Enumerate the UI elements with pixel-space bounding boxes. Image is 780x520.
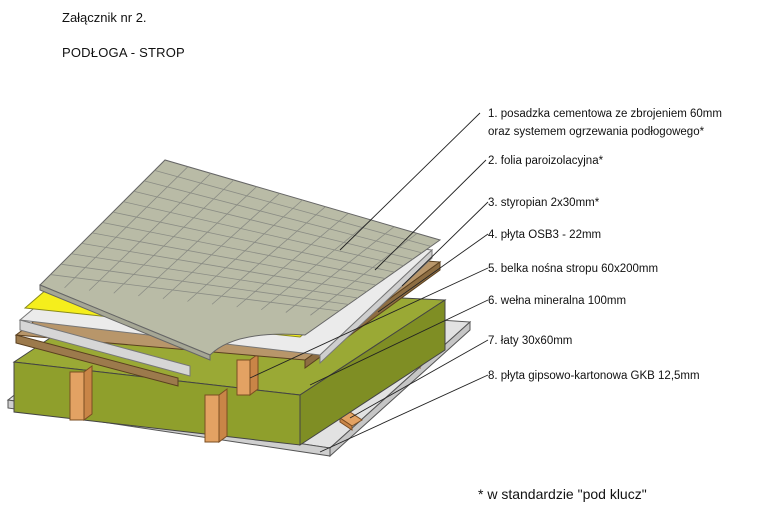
layer-label-7: 7. łaty 30x60mm bbox=[488, 335, 572, 347]
layer-label-4: 4. płyta OSB3 - 22mm bbox=[488, 229, 601, 241]
beam-left bbox=[69, 365, 93, 421]
layer-label-8-line-1: 8. płyta gipsowo-kartonowa GKB 12,5mm bbox=[488, 370, 700, 382]
layer-label-1: 1. posadzka cementowa ze zbrojeniem 60mm… bbox=[488, 108, 725, 138]
leader-line-2 bbox=[374, 159, 487, 271]
grid-line bbox=[285, 226, 395, 313]
leader-line-7 bbox=[349, 339, 489, 419]
layer-label-5-line-1: 5. belka nośna stropu 60x200mm bbox=[488, 263, 658, 275]
layer-label-4-line-1: 4. płyta OSB3 - 22mm bbox=[488, 229, 601, 241]
leader-line-6 bbox=[309, 299, 489, 386]
load-bearing-beams bbox=[69, 353, 259, 443]
layer-label-3-line-1: 3. styropian 2x30mm* bbox=[488, 197, 600, 209]
layer-label-1-line-1: 1. posadzka cementowa ze zbrojeniem 60mm bbox=[488, 108, 722, 120]
reinforcement-grid bbox=[50, 166, 432, 316]
grid-line bbox=[310, 233, 418, 316]
leader-line-3 bbox=[401, 201, 489, 287]
layer-labels: 1. posadzka cementowa ze zbrojeniem 60mm… bbox=[488, 108, 725, 382]
leader-lines bbox=[249, 112, 489, 453]
layer-label-5: 5. belka nośna stropu 60x200mm bbox=[488, 263, 658, 275]
leader-line-1 bbox=[339, 112, 481, 251]
layer-label-6: 6. wełna mineralna 100mm bbox=[488, 295, 626, 307]
beam-middle bbox=[204, 388, 228, 443]
section-title: PODŁOGA - STROP bbox=[62, 45, 185, 60]
layer-label-3: 3. styropian 2x30mm* bbox=[488, 197, 600, 209]
layer-label-8: 8. płyta gipsowo-kartonowa GKB 12,5mm bbox=[488, 370, 700, 382]
attachment-number: Załącznik nr 2. bbox=[62, 10, 147, 25]
layer-label-6-line-1: 6. wełna mineralna 100mm bbox=[488, 295, 626, 307]
grid-line bbox=[154, 170, 432, 247]
layer-label-2: 2. folia paroizolacyjna* bbox=[488, 155, 604, 167]
footnote: * w standardzie "pod klucz" bbox=[478, 486, 647, 502]
layer-label-7-line-1: 7. łaty 30x60mm bbox=[488, 335, 572, 347]
layer-label-2-line-1: 2. folia paroizolacyjna* bbox=[488, 155, 604, 167]
cement-screed-layer bbox=[39, 159, 442, 361]
leader-line-5 bbox=[249, 267, 489, 379]
layer-label-1-line-2: oraz systemem ogrzewania podłogowego* bbox=[488, 126, 705, 138]
leader-line-8 bbox=[319, 374, 489, 453]
leader-line-4 bbox=[377, 233, 489, 313]
beam-right bbox=[236, 353, 259, 396]
